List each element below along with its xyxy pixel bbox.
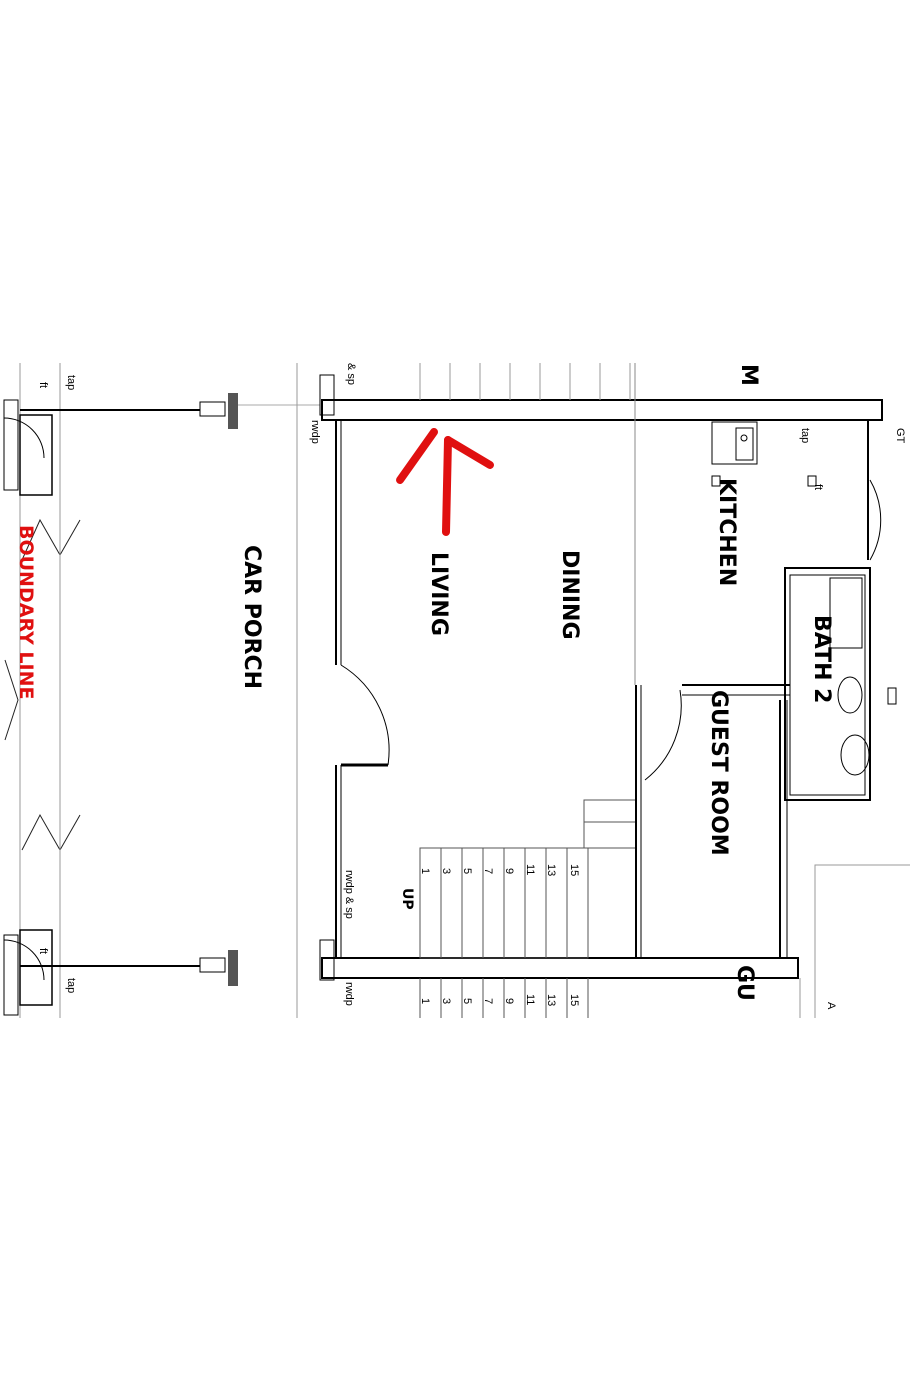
stair-numbers-upper: 1 3 5 7 9 11 13 15 [419,864,580,876]
annot-ft-kitchen: ft [812,484,824,490]
annot-tap-kitchen: tap [799,428,811,443]
bath-2-walls [784,567,897,801]
guest-room-walls [635,684,790,958]
gate-bottom [3,929,238,1016]
label-room-cut-top: M [736,364,761,386]
label-room-cut-bottom: GU [732,965,757,1001]
label-boundary-line: BOUNDARY LINE [15,525,37,699]
annot-ft-bottom: ft [37,948,49,954]
stair-number: 13 [545,994,557,1006]
annot-tap-bottom: tap [65,978,77,993]
stair-number: 1 [419,868,431,874]
label-bath-2: BATH 2 [809,615,834,703]
stair-number: 15 [568,864,580,876]
top-wall [319,374,883,421]
stair-number: 15 [568,994,580,1006]
stair-number: 7 [482,998,494,1004]
stair-number: 1 [419,998,431,1004]
stair-number: 5 [461,868,473,874]
annot-sp-top: & sp [345,363,357,385]
stair-number: 11 [524,994,536,1005]
stair-numbers-lower: 1 3 5 7 9 11 13 15 [419,994,580,1006]
annot-rwdp-bottom: rwdp [343,982,355,1006]
stair-number: 9 [503,998,515,1004]
annot-gt: GT [894,428,906,444]
kitchen-fixtures [711,420,882,561]
annot-rwdp-sp-mid: rwdp & sp [343,870,355,919]
label-living: LIVING [426,552,451,636]
label-guest-room: GUEST ROOM [706,690,731,856]
annot-tap-top: tap [65,375,77,390]
stair-number: 11 [524,864,536,875]
right-edge [799,864,910,1018]
red-arrow-annotation [396,428,494,536]
stair-number: 3 [440,998,452,1004]
stair-number: 13 [545,864,557,876]
front-wall [335,420,390,958]
lower-stair-flight [419,978,589,1018]
stair-number: 7 [482,868,494,874]
annot-up: UP [399,888,415,910]
annot-a-mark: A [825,1002,837,1010]
label-dining: DINING [557,550,582,640]
stair-number: 5 [461,998,473,1004]
top-stair-strip [419,363,631,400]
annot-rwdp-top: rwdp [309,420,321,444]
stair-number: 3 [440,868,452,874]
label-car-porch: CAR PORCH [239,545,264,689]
stair-number: 9 [503,868,515,874]
label-kitchen: KITCHEN [714,478,739,586]
plan-area [0,363,915,1018]
gate-top [3,393,320,496]
annot-ft-top: ft [37,382,49,388]
